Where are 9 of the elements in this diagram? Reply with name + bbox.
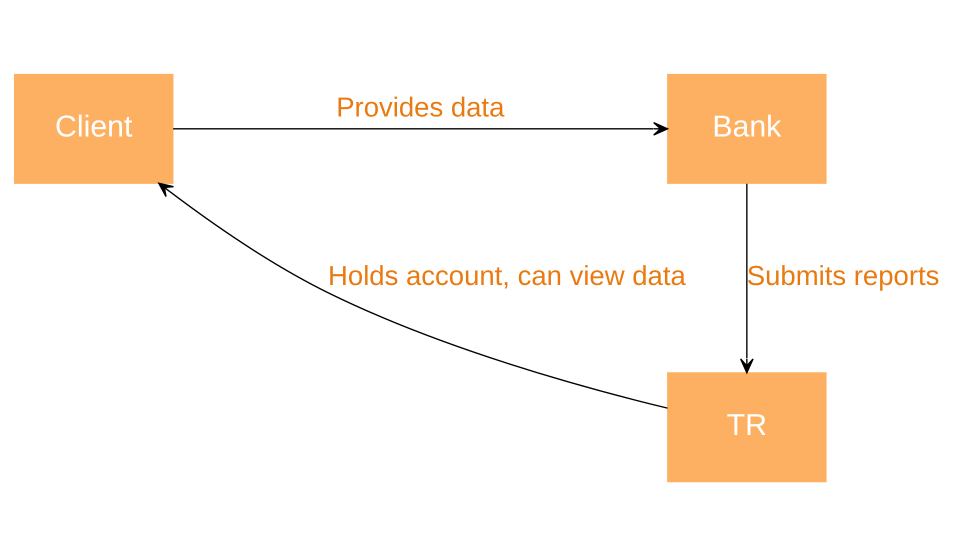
arrow	[739, 183, 754, 373]
arrow	[158, 182, 668, 408]
edge-label: Submits reports	[746, 259, 939, 290]
node-box: Bank	[666, 73, 826, 184]
node-box: Client	[13, 73, 173, 184]
arrow	[172, 121, 668, 136]
edge-label: Provides data	[336, 90, 504, 122]
edge-label: Holds account, can view data	[328, 259, 686, 290]
node-box: TR	[666, 372, 826, 482]
